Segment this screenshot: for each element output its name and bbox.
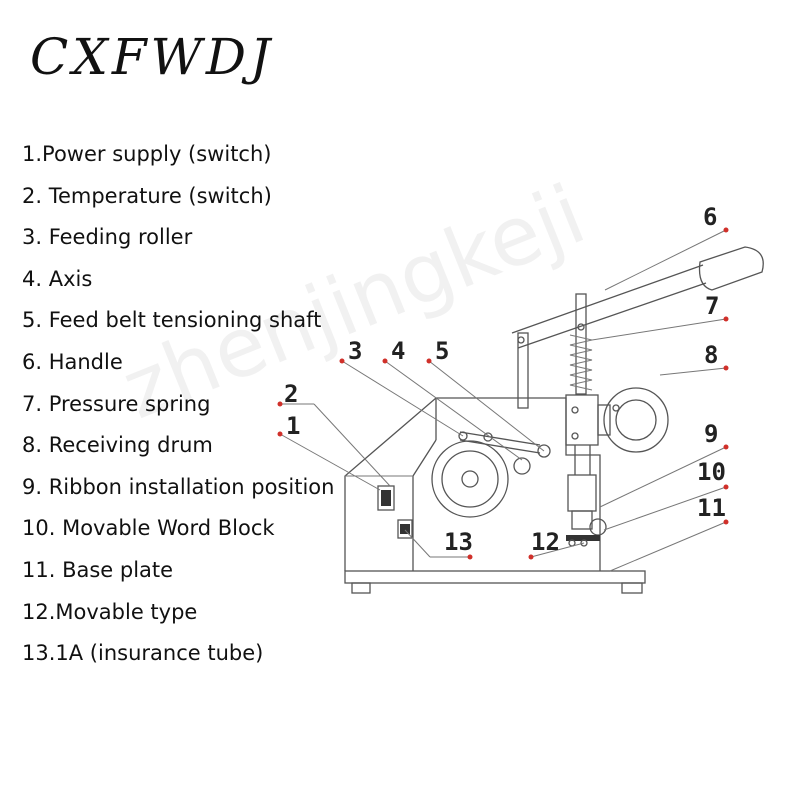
legend-item-1: 1.Power supply (switch) <box>22 142 272 166</box>
callout-12: 12 <box>531 528 560 556</box>
callout-5: 5 <box>435 337 449 365</box>
legend-item-6: 6. Handle <box>22 349 123 374</box>
leader-lines <box>279 229 727 572</box>
callout-10: 10 <box>697 458 726 486</box>
legend-item-13: 13.1A (insurance tube) <box>22 641 264 666</box>
legend-item-11: 11. Base plate <box>22 557 174 582</box>
legend-item-7: 7. Pressure spring <box>22 391 211 416</box>
callout-13: 13 <box>444 528 473 556</box>
callout-3: 3 <box>348 337 362 365</box>
pressure-spring <box>569 293 593 395</box>
legend-item-4: 4. Axis <box>22 266 93 291</box>
brand-logo: CXFWDJ <box>30 28 275 86</box>
base-plate <box>344 570 646 594</box>
legend-item-12: 12.Movable type <box>22 599 198 624</box>
legend-item-5: 5. Feed belt tensioning shaft <box>22 308 322 333</box>
callout-7: 7 <box>705 292 719 320</box>
callout-9: 9 <box>704 420 718 448</box>
callout-4: 4 <box>391 337 405 365</box>
callout-8: 8 <box>704 341 718 369</box>
legend-item-9: 9. Ribbon installation position <box>22 474 335 499</box>
callout-2: 2 <box>284 380 298 408</box>
receiving-drum <box>603 387 669 453</box>
callout-11: 11 <box>697 494 726 522</box>
parts-legend: 1.Power supply (switch) 2. Temperature (… <box>22 134 334 675</box>
callout-dots <box>277 227 729 560</box>
callout-6: 6 <box>703 203 717 231</box>
press-head <box>565 394 611 547</box>
handle <box>511 246 764 409</box>
legend-item-10: 10. Movable Word Block <box>22 516 275 541</box>
tension-shaft <box>458 431 551 475</box>
switch-panel <box>377 485 413 539</box>
legend-item-8: 8. Receiving drum <box>22 433 213 458</box>
legend-item-3: 3. Feeding roller <box>22 225 193 250</box>
callout-1: 1 <box>286 412 300 440</box>
feeding-roller <box>431 440 509 518</box>
legend-item-2: 2. Temperature (switch) <box>22 183 272 208</box>
